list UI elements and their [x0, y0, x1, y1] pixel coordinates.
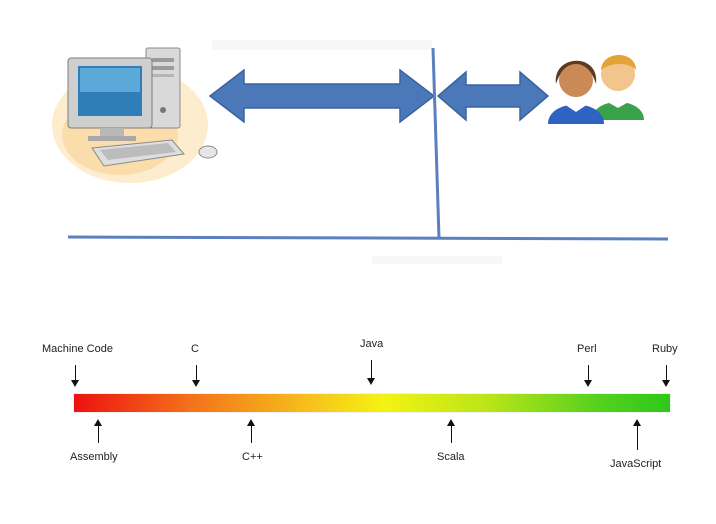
language-spectrum-bar [74, 394, 670, 412]
machine-human-illustration [52, 40, 669, 241]
label-java: Java [360, 338, 384, 350]
label-scala: Scala [437, 451, 465, 463]
horizontal-baseline [67, 235, 669, 241]
label-cpp: C++ [242, 451, 263, 463]
desktop-computer-icon [52, 47, 218, 183]
label-ruby: Ruby [652, 343, 678, 355]
double-arrow-right [436, 70, 550, 122]
label-assembly: Assembly [70, 451, 118, 463]
label-javascript: JavaScript [610, 458, 662, 470]
label-machine-code: Machine Code [42, 343, 113, 355]
label-perl: Perl [577, 343, 597, 355]
users-icon [548, 55, 644, 124]
vertical-divider [431, 47, 441, 239]
label-c: C [191, 343, 199, 355]
double-arrow-left [208, 68, 436, 124]
